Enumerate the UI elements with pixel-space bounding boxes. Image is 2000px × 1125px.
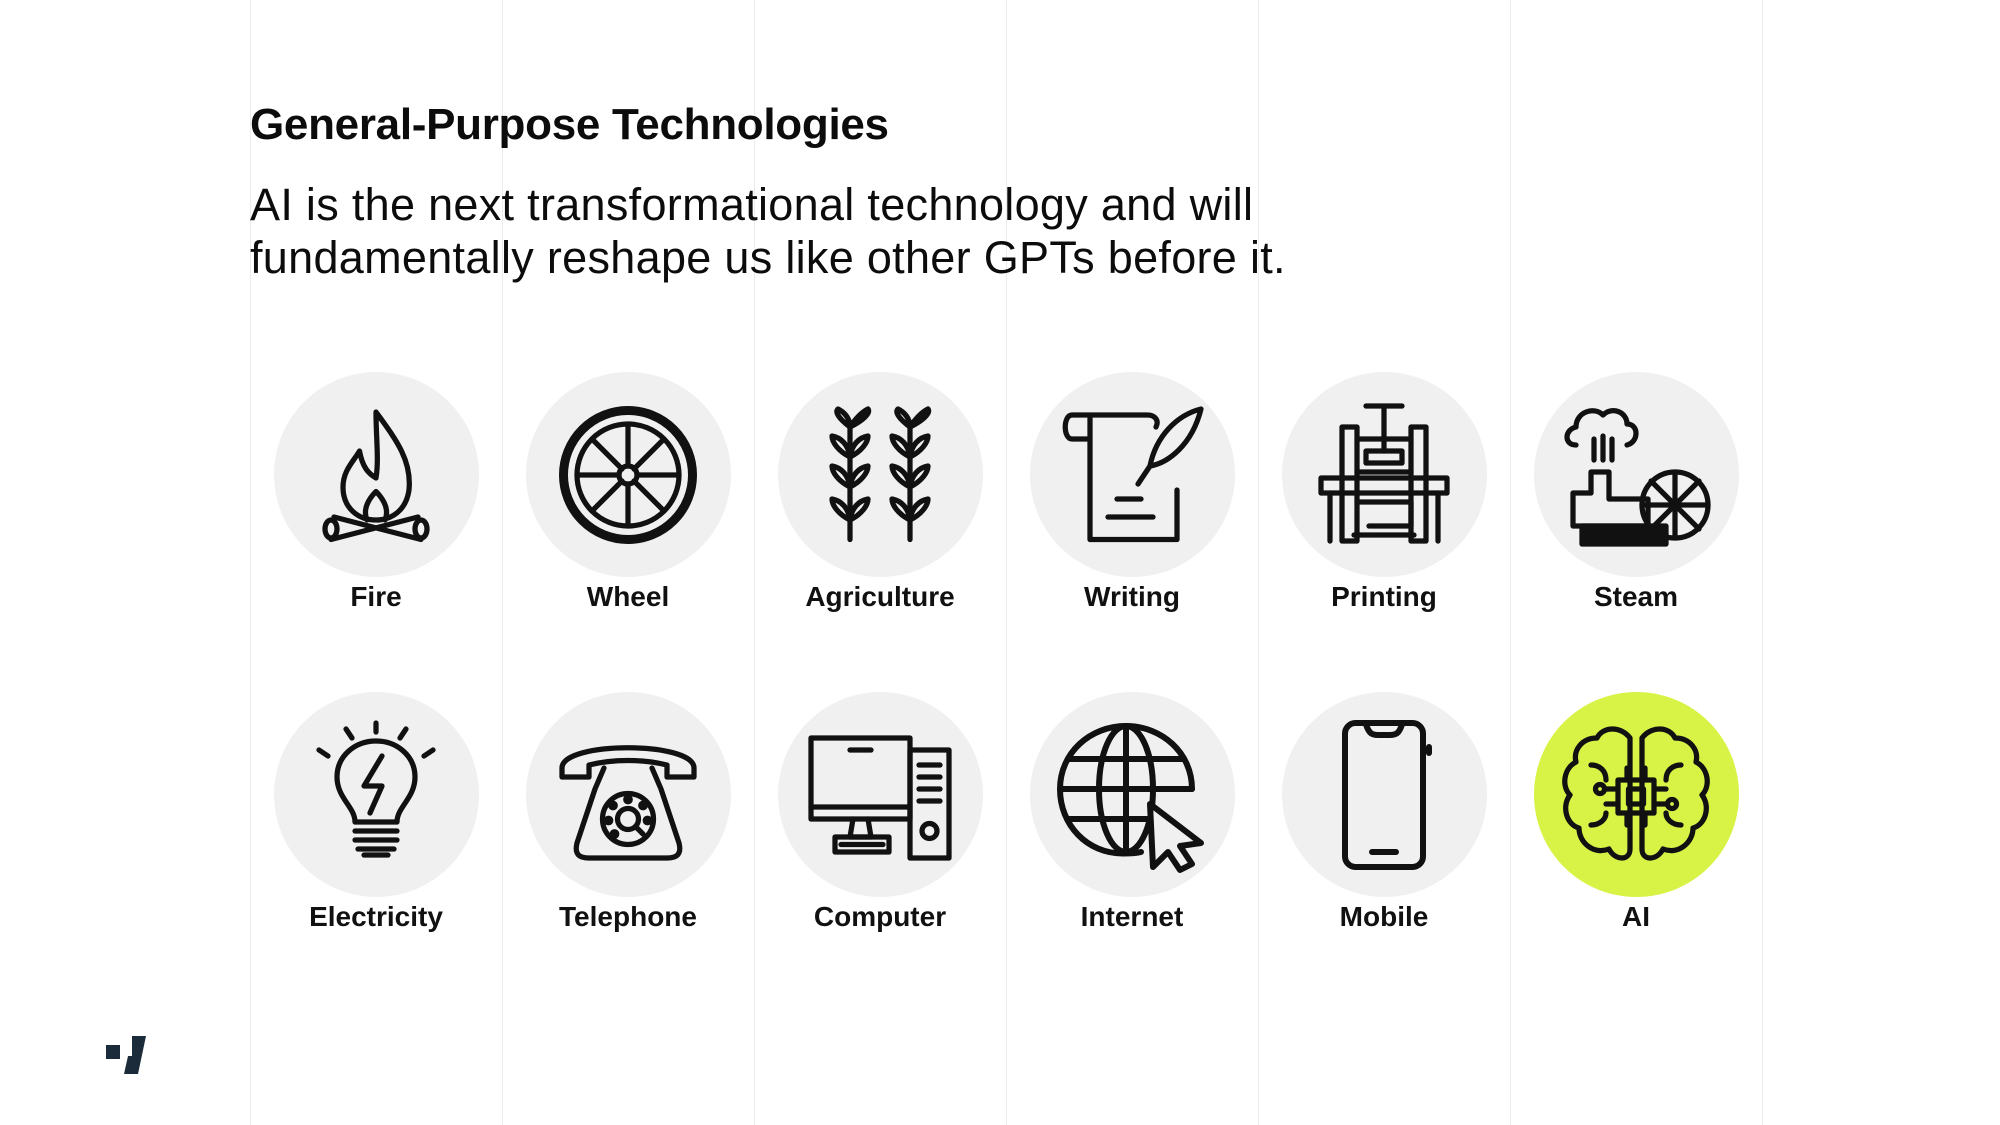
tech-item-agriculture: Agriculture (754, 372, 1006, 615)
tech-label: Agriculture (805, 581, 955, 612)
icon-circle (1281, 372, 1487, 577)
tech-label: AI (1622, 901, 1650, 932)
tech-label: Printing (1331, 581, 1437, 612)
icon-circle (1281, 692, 1487, 897)
tech-item-printing: Printing (1258, 372, 1510, 615)
grid-line (1510, 0, 1511, 1125)
tech-item-mobile: Mobile (1258, 692, 1510, 935)
tech-label: Electricity (309, 901, 443, 932)
wheat-icon (829, 405, 932, 542)
rotary-phone-icon (559, 744, 697, 861)
grid-line (1006, 0, 1007, 1125)
icon-circle (273, 692, 479, 897)
printing-press-icon (1318, 402, 1450, 544)
tech-item-ai: AI (1510, 692, 1762, 935)
tech-item-telephone: Telephone (502, 692, 754, 935)
tech-label: Writing (1084, 581, 1180, 612)
smartphone-icon (1342, 719, 1432, 870)
fire-icon (322, 408, 430, 542)
grid-line (754, 0, 755, 1125)
tech-item-fire: Fire (250, 372, 502, 615)
tech-item-electricity: Electricity (250, 692, 502, 935)
tech-item-writing: Writing (1006, 372, 1258, 615)
tech-label: Telephone (559, 901, 697, 932)
wheel-icon (559, 405, 697, 544)
slide-title: General-Purpose Technologies (250, 100, 889, 149)
icon-circle (525, 372, 731, 577)
scroll-quill-icon (1062, 405, 1204, 542)
grid-line (250, 0, 251, 1125)
desktop-computer-icon (808, 734, 952, 861)
tech-item-internet: Internet (1006, 692, 1258, 935)
tech-label: Computer (813, 901, 947, 932)
icon-circle (777, 692, 983, 897)
tech-label: Wheel (586, 581, 670, 612)
icon-circle-highlighted (1533, 692, 1739, 897)
tech-item-steam: Steam (1510, 372, 1762, 615)
grid-line (1258, 0, 1259, 1125)
brain-chip-icon (1562, 725, 1710, 861)
globe-cursor-icon (1057, 722, 1204, 873)
slide-subtitle: AI is the next transformational technolo… (250, 179, 1286, 283)
grid-line (502, 0, 503, 1125)
icon-circle (1029, 692, 1235, 897)
tech-label: Mobile (1339, 901, 1429, 932)
tech-label: Fire (350, 581, 402, 612)
icon-circle (525, 692, 731, 897)
grid-line (1762, 0, 1763, 1125)
tech-item-wheel: Wheel (502, 372, 754, 615)
steam-engine-icon (1564, 407, 1711, 547)
icon-circle (777, 372, 983, 577)
icon-circle (1029, 372, 1235, 577)
brand-logo-icon (106, 1036, 146, 1074)
lightbulb-icon (316, 719, 436, 858)
tech-label: Steam (1593, 581, 1679, 612)
tech-item-computer: Computer (754, 692, 1006, 935)
tech-label: Internet (1080, 901, 1184, 932)
icon-circle (1533, 372, 1739, 577)
icon-circle (273, 372, 479, 577)
